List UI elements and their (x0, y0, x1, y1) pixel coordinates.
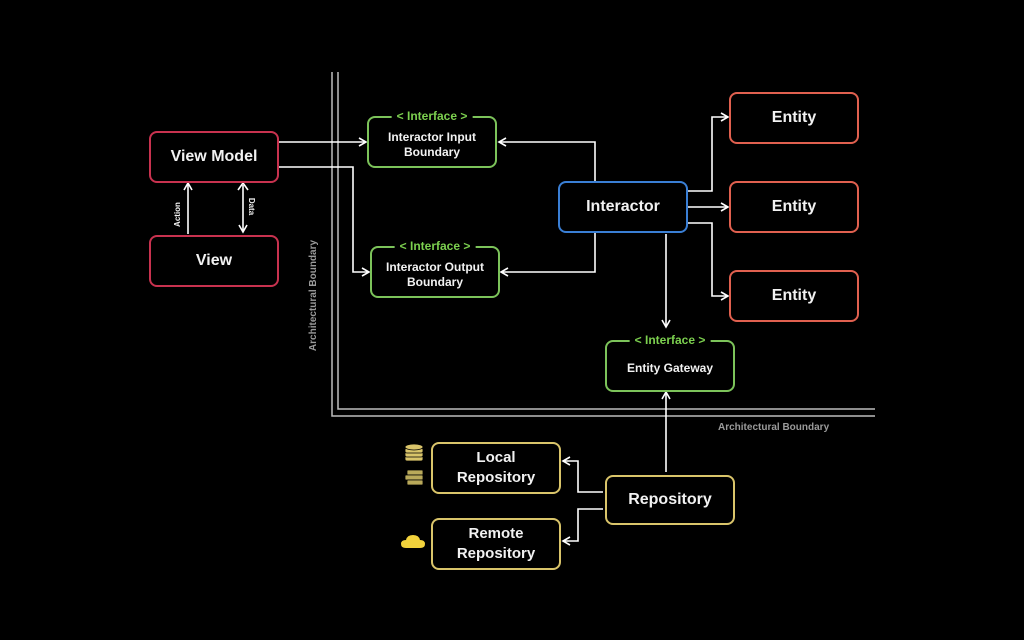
books-icon (404, 469, 424, 486)
remote-repository-label: Remote Repository (456, 525, 536, 562)
entity-node-2[interactable]: Entity (729, 181, 859, 233)
entity-label: Entity (771, 109, 817, 126)
data-edge-label: Data (247, 197, 257, 216)
cloud-icon (401, 535, 425, 548)
view-model-label: View Model (170, 148, 258, 165)
interface-tag: < Interface > (391, 109, 473, 123)
local-repository-label: Local Repository (456, 449, 536, 486)
entity-node-1[interactable]: Entity (729, 92, 859, 144)
boundary-outer (331, 72, 875, 417)
entity-node-3[interactable]: Entity (729, 270, 859, 322)
edge-interactor-to-entity-1 (688, 112, 730, 192)
horizontal-boundary-label: Architectural Boundary (718, 422, 830, 433)
remote-repository-node[interactable]: Remote Repository (431, 518, 561, 570)
database-icon (404, 443, 424, 462)
interactor-node[interactable]: Interactor (558, 181, 688, 233)
interactor-input-boundary-node[interactable]: < Interface > Interactor Input Boundary (367, 109, 497, 168)
entity-gateway-label: Entity Gateway (626, 360, 714, 375)
local-repository-node[interactable]: Local Repository (431, 442, 561, 494)
repository-label: Repository (628, 491, 712, 508)
entity-gateway-node[interactable]: < Interface > Entity Gateway (605, 333, 735, 392)
edge-interactor-to-input-boundary (497, 137, 596, 181)
entity-label: Entity (771, 198, 817, 215)
action-edge-label: Action (172, 202, 182, 227)
edge-viewmodel-to-output-boundary (279, 166, 371, 277)
vertical-boundary-label: Architectural Boundary (308, 239, 320, 352)
interface-tag: < Interface > (394, 239, 476, 253)
entity-label: Entity (771, 287, 817, 304)
interface-tag: < Interface > (629, 333, 711, 347)
interactor-input-boundary-label: Interactor Input Boundary (387, 130, 476, 159)
edge-repository-to-local (561, 456, 603, 493)
edge-interactor-to-output-boundary (499, 233, 596, 277)
interactor-label: Interactor (586, 198, 660, 215)
boundary-inner (337, 72, 875, 410)
repository-node[interactable]: Repository (605, 475, 735, 525)
architectural-boundary-lines (331, 72, 875, 417)
edge-repository-to-remote (561, 508, 603, 546)
interactor-output-boundary-label: Interactor Output Boundary (386, 260, 484, 289)
view-model-node[interactable]: View Model (149, 131, 279, 183)
view-label: View (195, 252, 233, 269)
interactor-output-boundary-node[interactable]: < Interface > Interactor Output Boundary (370, 239, 500, 298)
view-node[interactable]: View (149, 235, 279, 287)
edge-interactor-to-entity-3 (688, 222, 730, 301)
